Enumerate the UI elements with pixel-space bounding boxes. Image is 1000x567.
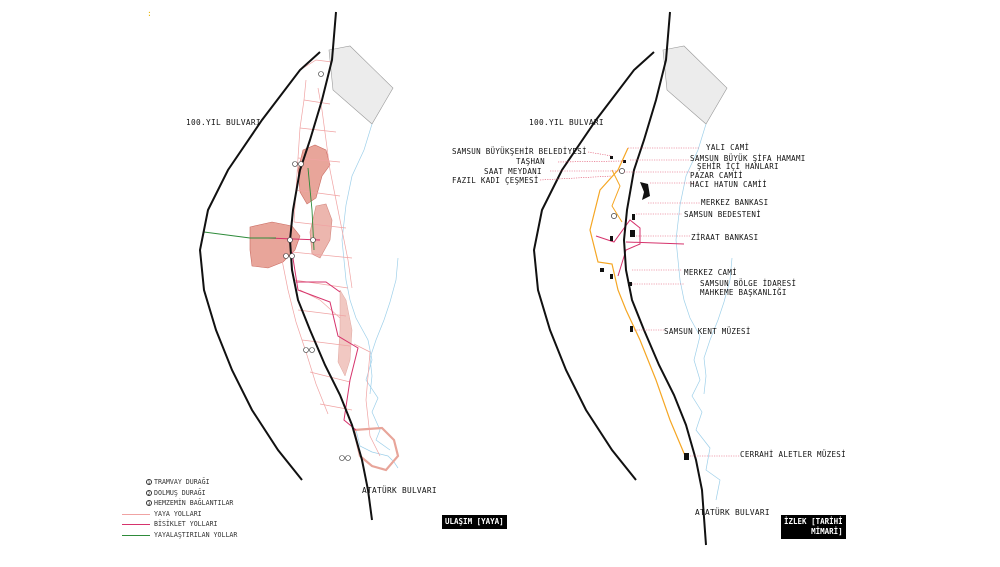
- boulevard-outer-right: [532, 51, 655, 481]
- label-saat-meydani: SAAT MEYDANI: [484, 167, 542, 176]
- landmark-buildings: [600, 156, 689, 460]
- legend-item: 2 DOLMUŞ DURAĞI: [146, 489, 276, 500]
- label-haci-hatun: HACI HATUN CAMİİ: [690, 180, 768, 189]
- label-belediye: SAMSUN BÜYÜKŞEHİR BELEDİYESİ: [452, 147, 587, 156]
- minibus-stop-icon: 2: [146, 489, 152, 496]
- corner-mark: :: [147, 9, 152, 18]
- label-kent-muzesi: SAMSUN KENT MÜZESİ: [664, 327, 751, 336]
- leader-lines: [539, 147, 740, 457]
- label-pazar-camii: PAZAR CAMİİ: [690, 171, 743, 180]
- pedestrian-line-swatch: [122, 513, 150, 515]
- level-crossing-icon: 3: [146, 500, 152, 506]
- label-mahkeme: MAHKEME BAŞKANLIĞI: [700, 288, 787, 297]
- river: [369, 257, 399, 395]
- heritage-route: [589, 147, 687, 459]
- river-right: [703, 257, 733, 395]
- label-sehir-ici-hanlari: ŞEHİR İÇİ HANLARI: [697, 162, 779, 171]
- legend: 1 TRAMVAY DURAĞI 2 DOLMUŞ DURAĞI 3 HEMZE…: [122, 478, 276, 542]
- harbor-block: [352, 426, 400, 472]
- city-center-block: [249, 221, 301, 269]
- label-bolge-idaresi: SAMSUN BÖLGE İDARESİ: [700, 279, 797, 288]
- pedestrian-network: [281, 59, 381, 457]
- port-area-right: [662, 45, 728, 125]
- legend-label: HEMZEMİN BAĞLANTILAR: [154, 499, 234, 507]
- boulevard-outer-left: [198, 51, 321, 481]
- mid-blocks: [309, 203, 333, 259]
- heritage-route-2: [611, 169, 623, 223]
- boulevard-100-yil-left: [288, 11, 373, 521]
- label-merkez-bankasi: MERKEZ BANKASI: [701, 198, 769, 207]
- heritage-route-bike: [595, 219, 685, 277]
- label-ziraat: ZİRAAT BANKASI: [691, 233, 759, 242]
- right-map-tag: İZLEK [TARİHİ MİMARİ]: [781, 515, 846, 539]
- legend-label: TRAMVAY DURAĞI: [154, 478, 210, 486]
- legend-label: YAYA YOLLARI: [154, 509, 202, 518]
- right-map-tag-line1: İZLEK [TARİHİ: [784, 517, 843, 526]
- label-sifa-hamami: SAMSUN BÜYÜK ŞİFA HAMAMI: [690, 154, 806, 163]
- legend-item: 3 HEMZEMİN BAĞLANTILAR: [146, 499, 276, 510]
- legend-label: BİSİKLET YOLLARI: [154, 520, 218, 528]
- right-boulevard-bottom-label: ATATÜRK BULVARI: [695, 508, 770, 517]
- label-yali-cami: YALI CAMİ: [706, 143, 750, 152]
- left-boulevard-top-label: 100.YIL BULVARI: [186, 118, 261, 127]
- legend-label: YAYALAŞTIRILAN YOLLAR: [154, 530, 238, 539]
- left-map: [198, 11, 400, 521]
- coastline-right: [675, 123, 721, 501]
- label-merkez-cami: MERKEZ CAMİ: [684, 268, 737, 277]
- legend-item: YAYA YOLLARI: [122, 509, 276, 521]
- label-tashan: TAŞHAN: [516, 157, 545, 166]
- legend-item: 1 TRAMVAY DURAĞI: [146, 478, 276, 489]
- tram-stop-icon: 1: [146, 479, 152, 485]
- bicycle-line-swatch: [122, 524, 150, 525]
- harbor-edge: [355, 429, 399, 469]
- right-map-tag-line2: MİMARİ]: [811, 527, 843, 536]
- pedestrianized-road: [203, 231, 276, 239]
- legend-item: BİSİKLET YOLLARI: [122, 520, 276, 531]
- north-blocks: [297, 144, 331, 205]
- pedestrianized-road-2: [307, 167, 315, 251]
- right-map: [532, 11, 740, 546]
- port-area: [328, 45, 394, 125]
- label-bedesten: SAMSUN BEDESTENİ: [684, 210, 762, 219]
- legend-item: YAYALAŞTIRILAN YOLLAR: [122, 530, 276, 542]
- right-boulevard-top-label: 100.YIL BULVARI: [529, 118, 604, 127]
- left-map-tag: ULAŞIM [YAYA]: [442, 515, 507, 529]
- legend-label: DOLMUŞ DURAĞI: [154, 488, 206, 497]
- label-fazil-kadi: FAZIL KADI ÇEŞMESİ: [452, 176, 539, 185]
- left-boulevard-bottom-label: ATATÜRK BULVARI: [362, 486, 437, 495]
- pedestrianized-line-swatch: [122, 534, 150, 536]
- south-strip: [337, 289, 353, 377]
- coastline: [341, 123, 391, 451]
- transit-stops: [283, 71, 351, 461]
- label-cerrahi: CERRAHİ ALETLER MÜZESİ: [740, 450, 846, 459]
